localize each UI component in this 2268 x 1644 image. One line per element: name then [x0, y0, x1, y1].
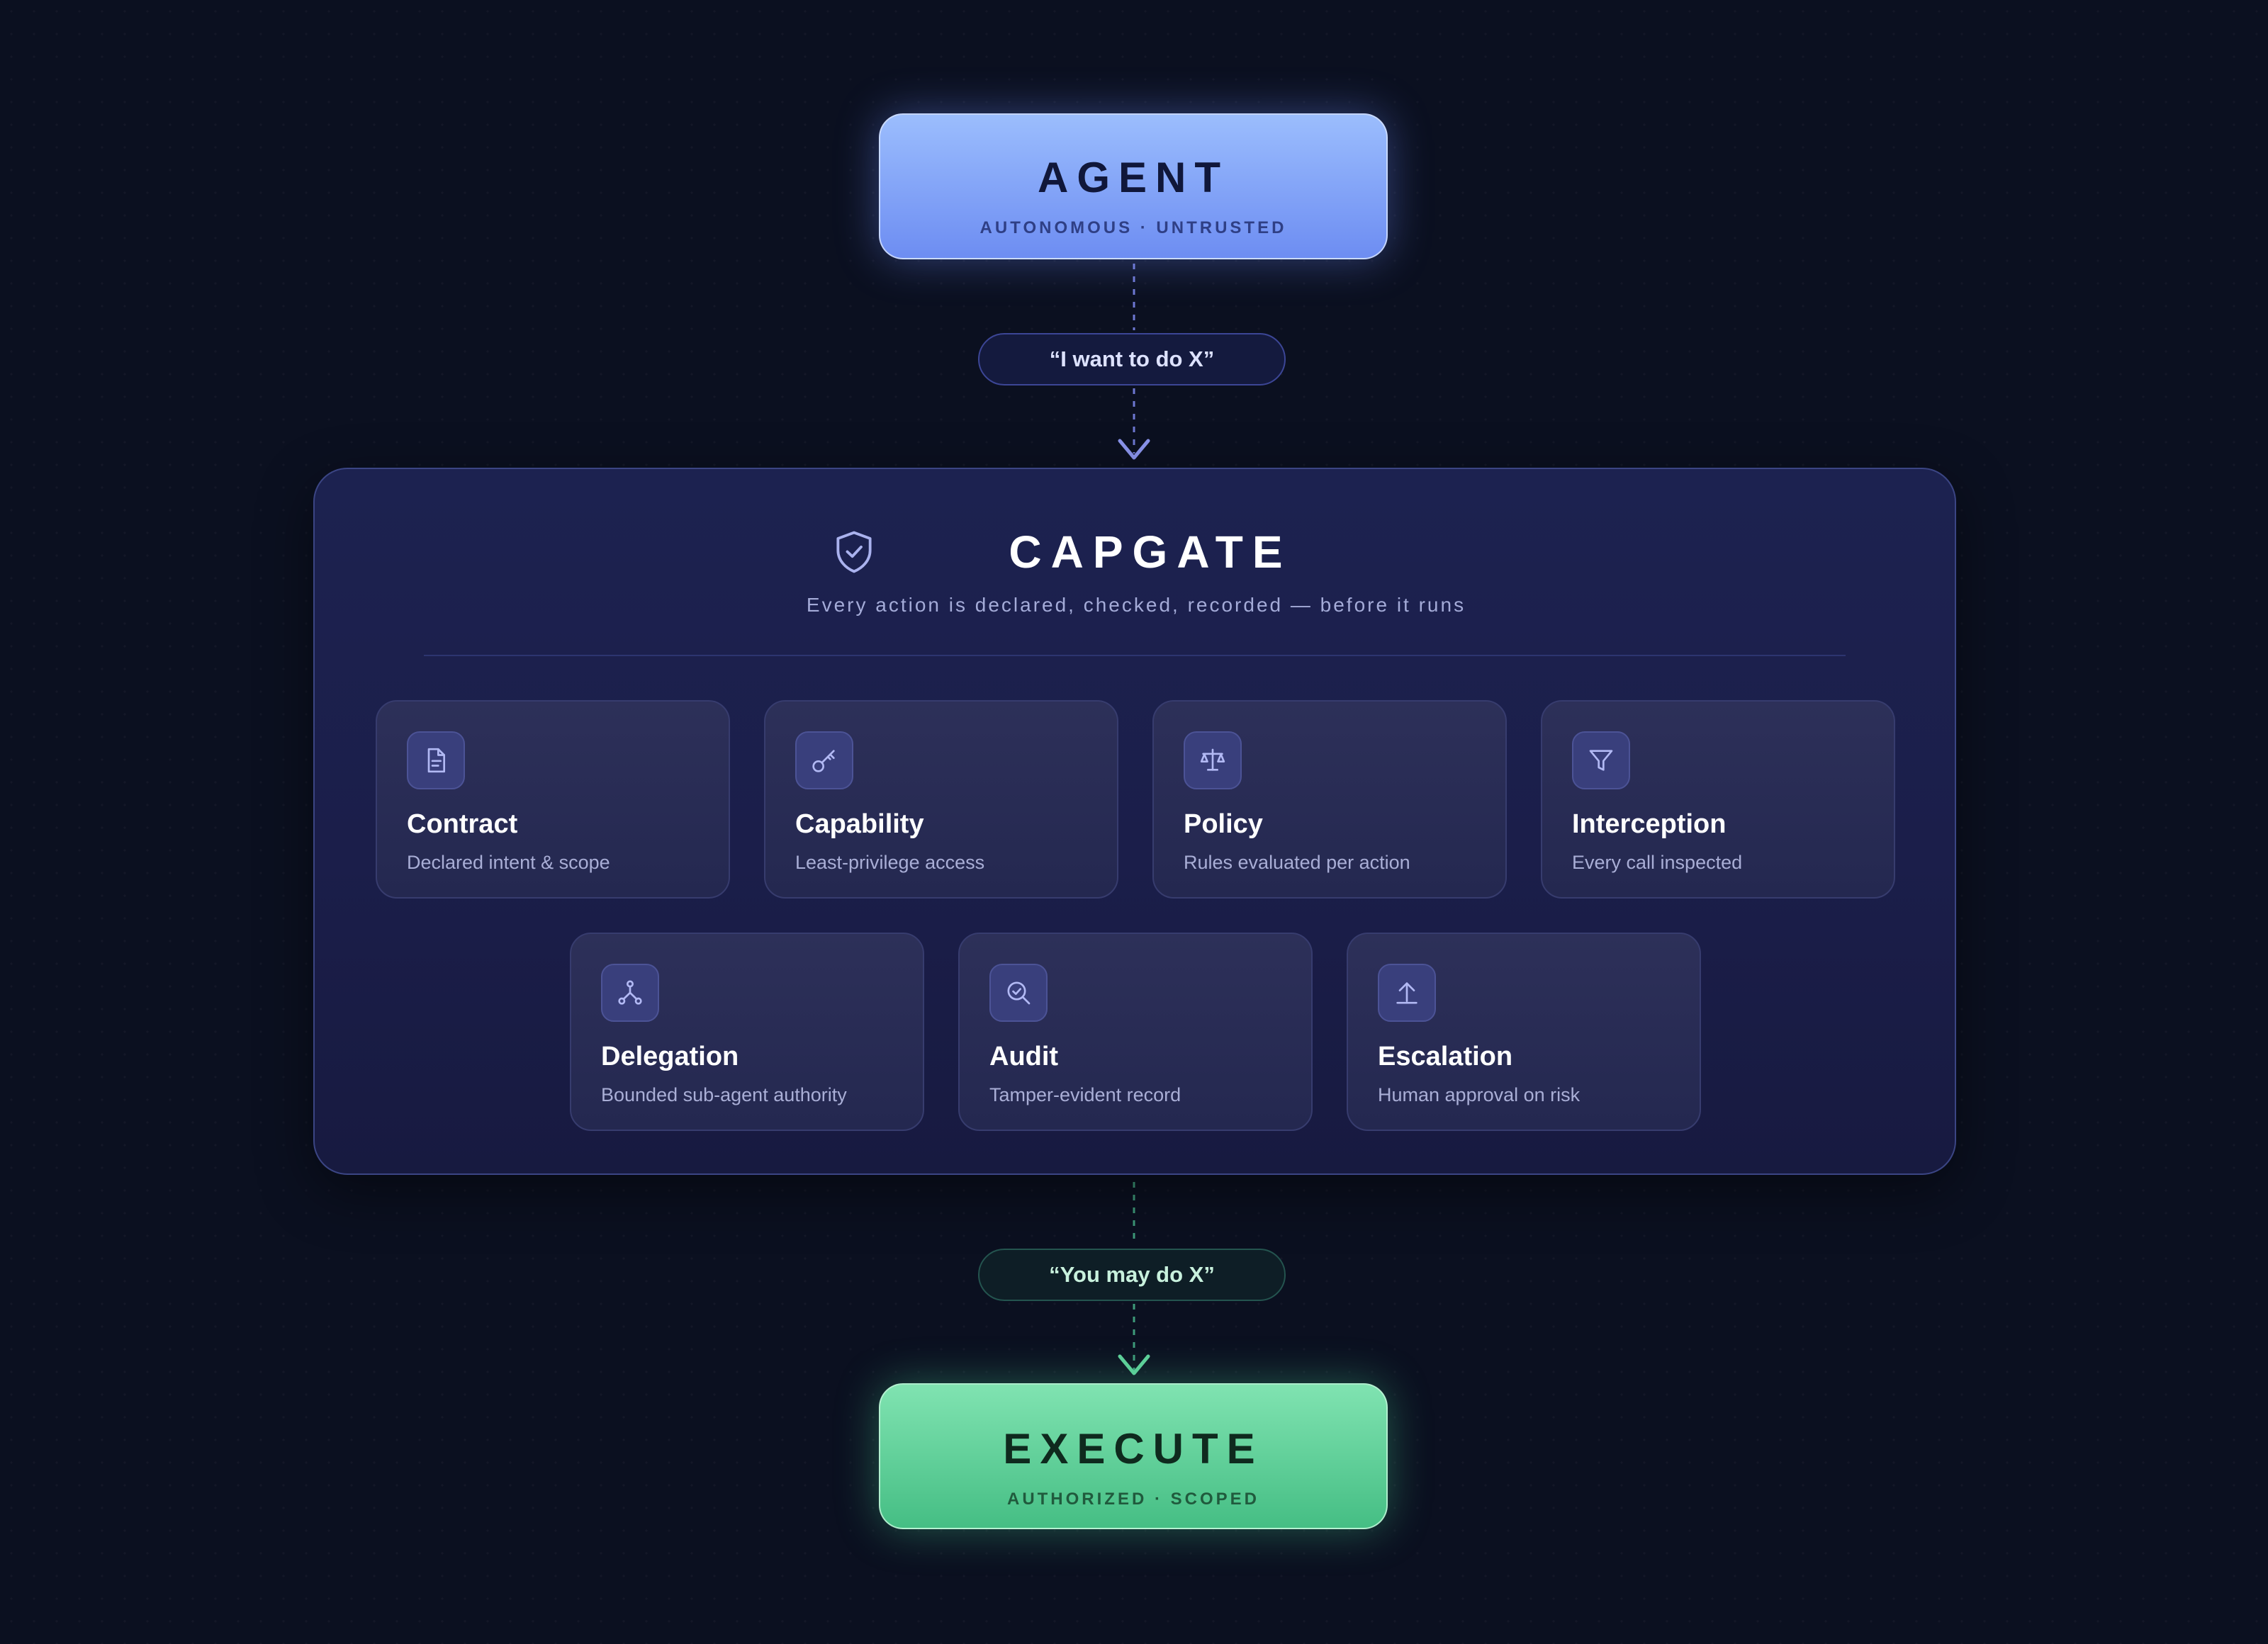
card-policy: Policy Rules evaluated per action: [1152, 700, 1507, 899]
capgate-subtitle: Every action is declared, checked, recor…: [806, 594, 1466, 616]
card-description: Bounded sub-agent authority: [601, 1084, 847, 1105]
branch-icon: [601, 964, 659, 1022]
document-icon: [407, 731, 465, 789]
agent-node: AGENT AUTONOMOUS · UNTRUSTED: [879, 113, 1388, 259]
card-description: Human approval on risk: [1378, 1084, 1581, 1105]
card-title: Contract: [407, 809, 518, 839]
arrow-down-icon: [1118, 1354, 1150, 1375]
card-title: Capability: [795, 809, 924, 839]
card-title: Delegation: [601, 1042, 739, 1071]
card-contract: Contract Declared intent & scope: [376, 700, 730, 899]
shield-check-icon: [836, 531, 872, 573]
execute-title: EXECUTE: [1003, 1425, 1264, 1473]
card-description: Rules evaluated per action: [1184, 852, 1410, 873]
card-escalation: Escalation Human approval on risk: [1347, 933, 1701, 1131]
execute-subtitle: AUTHORIZED · SCOPED: [1006, 1490, 1259, 1509]
card-capability: Capability Least-privilege access: [764, 700, 1118, 899]
key-icon: [795, 731, 853, 789]
request-pill: “I want to do X”: [978, 333, 1286, 385]
card-interception: Interception Every call inspected: [1541, 700, 1895, 899]
card-description: Every call inspected: [1572, 852, 1743, 873]
execute-node: EXECUTE AUTHORIZED · SCOPED: [879, 1383, 1388, 1529]
card-description: Declared intent & scope: [407, 852, 610, 873]
card-title: Escalation: [1378, 1042, 1513, 1071]
card-description: Least-privilege access: [795, 852, 985, 873]
card-delegation: Delegation Bounded sub-agent authority: [570, 933, 924, 1131]
card-title: Audit: [989, 1042, 1059, 1071]
capgate-title: CAPGATE: [1009, 527, 1292, 578]
card-title: Policy: [1184, 809, 1263, 839]
arrow-down-icon: [1118, 439, 1150, 460]
capgate-panel: CAPGATE Every action is declared, checke…: [313, 468, 1956, 1175]
capgate-divider: [424, 655, 1846, 656]
grant-pill: “You may do X”: [978, 1249, 1286, 1301]
card-description: Tamper-evident record: [989, 1084, 1181, 1105]
agent-title: AGENT: [1038, 154, 1229, 201]
card-title: Interception: [1572, 809, 1727, 839]
scale-icon: [1184, 731, 1242, 789]
card-audit: Audit Tamper-evident record: [958, 933, 1313, 1131]
upload-arrow-icon: [1378, 964, 1436, 1022]
agent-subtitle: AUTONOMOUS · UNTRUSTED: [979, 218, 1287, 237]
filter-icon: [1572, 731, 1630, 789]
magnifier-check-icon: [989, 964, 1048, 1022]
